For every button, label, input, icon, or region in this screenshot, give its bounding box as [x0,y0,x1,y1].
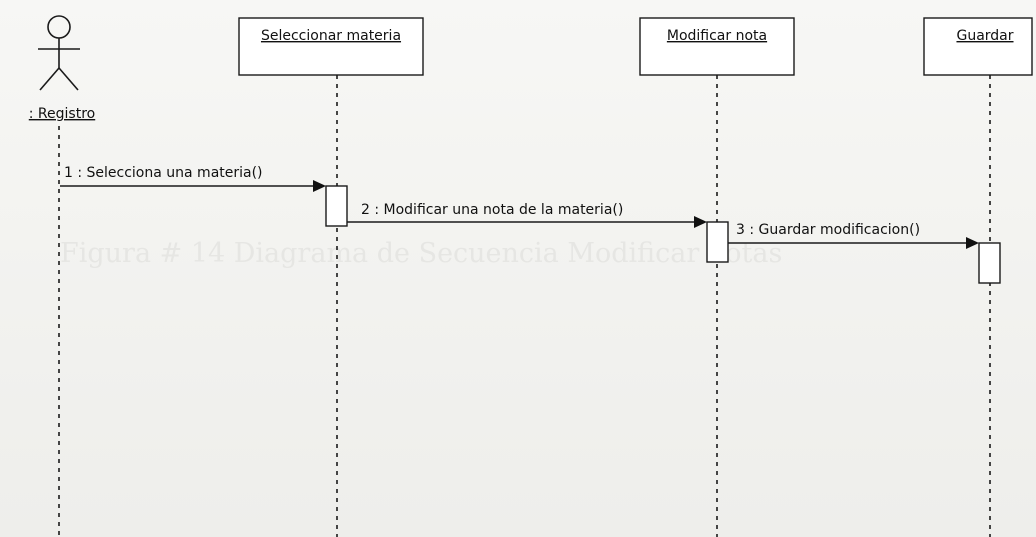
message-3-arrowhead-icon [966,237,979,249]
lifeline-label-modificar-nota: Modificar nota [667,28,767,44]
message-1: 1 : Selecciona una materia() [60,165,326,192]
message-2-arrowhead-icon [694,216,707,228]
activation-seleccionar-materia [325,185,348,227]
message-2-label: 2 : Modificar una nota de la materia() [361,202,623,218]
message-3: 3 : Guardar modificacion() [728,222,979,249]
actor-label: : Registro [29,106,95,122]
lifeline-label-seleccionar-materia: Seleccionar materia [261,28,401,44]
activation-guardar [978,242,1001,284]
lifeline-head-modificar-nota: Modificar nota [639,17,795,76]
message-1-arrowhead-icon [313,180,326,192]
lifeline-label-guardar: Guardar [956,28,1013,44]
message-2: 2 : Modificar una nota de la materia() [347,202,707,228]
lifeline-head-seleccionar-materia: Seleccionar materia [238,17,424,76]
activation-modificar-nota [706,221,729,263]
actor-stick-figure-icon [38,15,80,91]
lifeline-head-guardar: Guardar [923,17,1033,76]
message-3-label: 3 : Guardar modificacion() [736,222,920,238]
message-1-label: 1 : Selecciona una materia() [64,165,263,181]
bleed-through-caption: Figura # 14 Diagrama de Secuencia Modifi… [60,238,782,269]
